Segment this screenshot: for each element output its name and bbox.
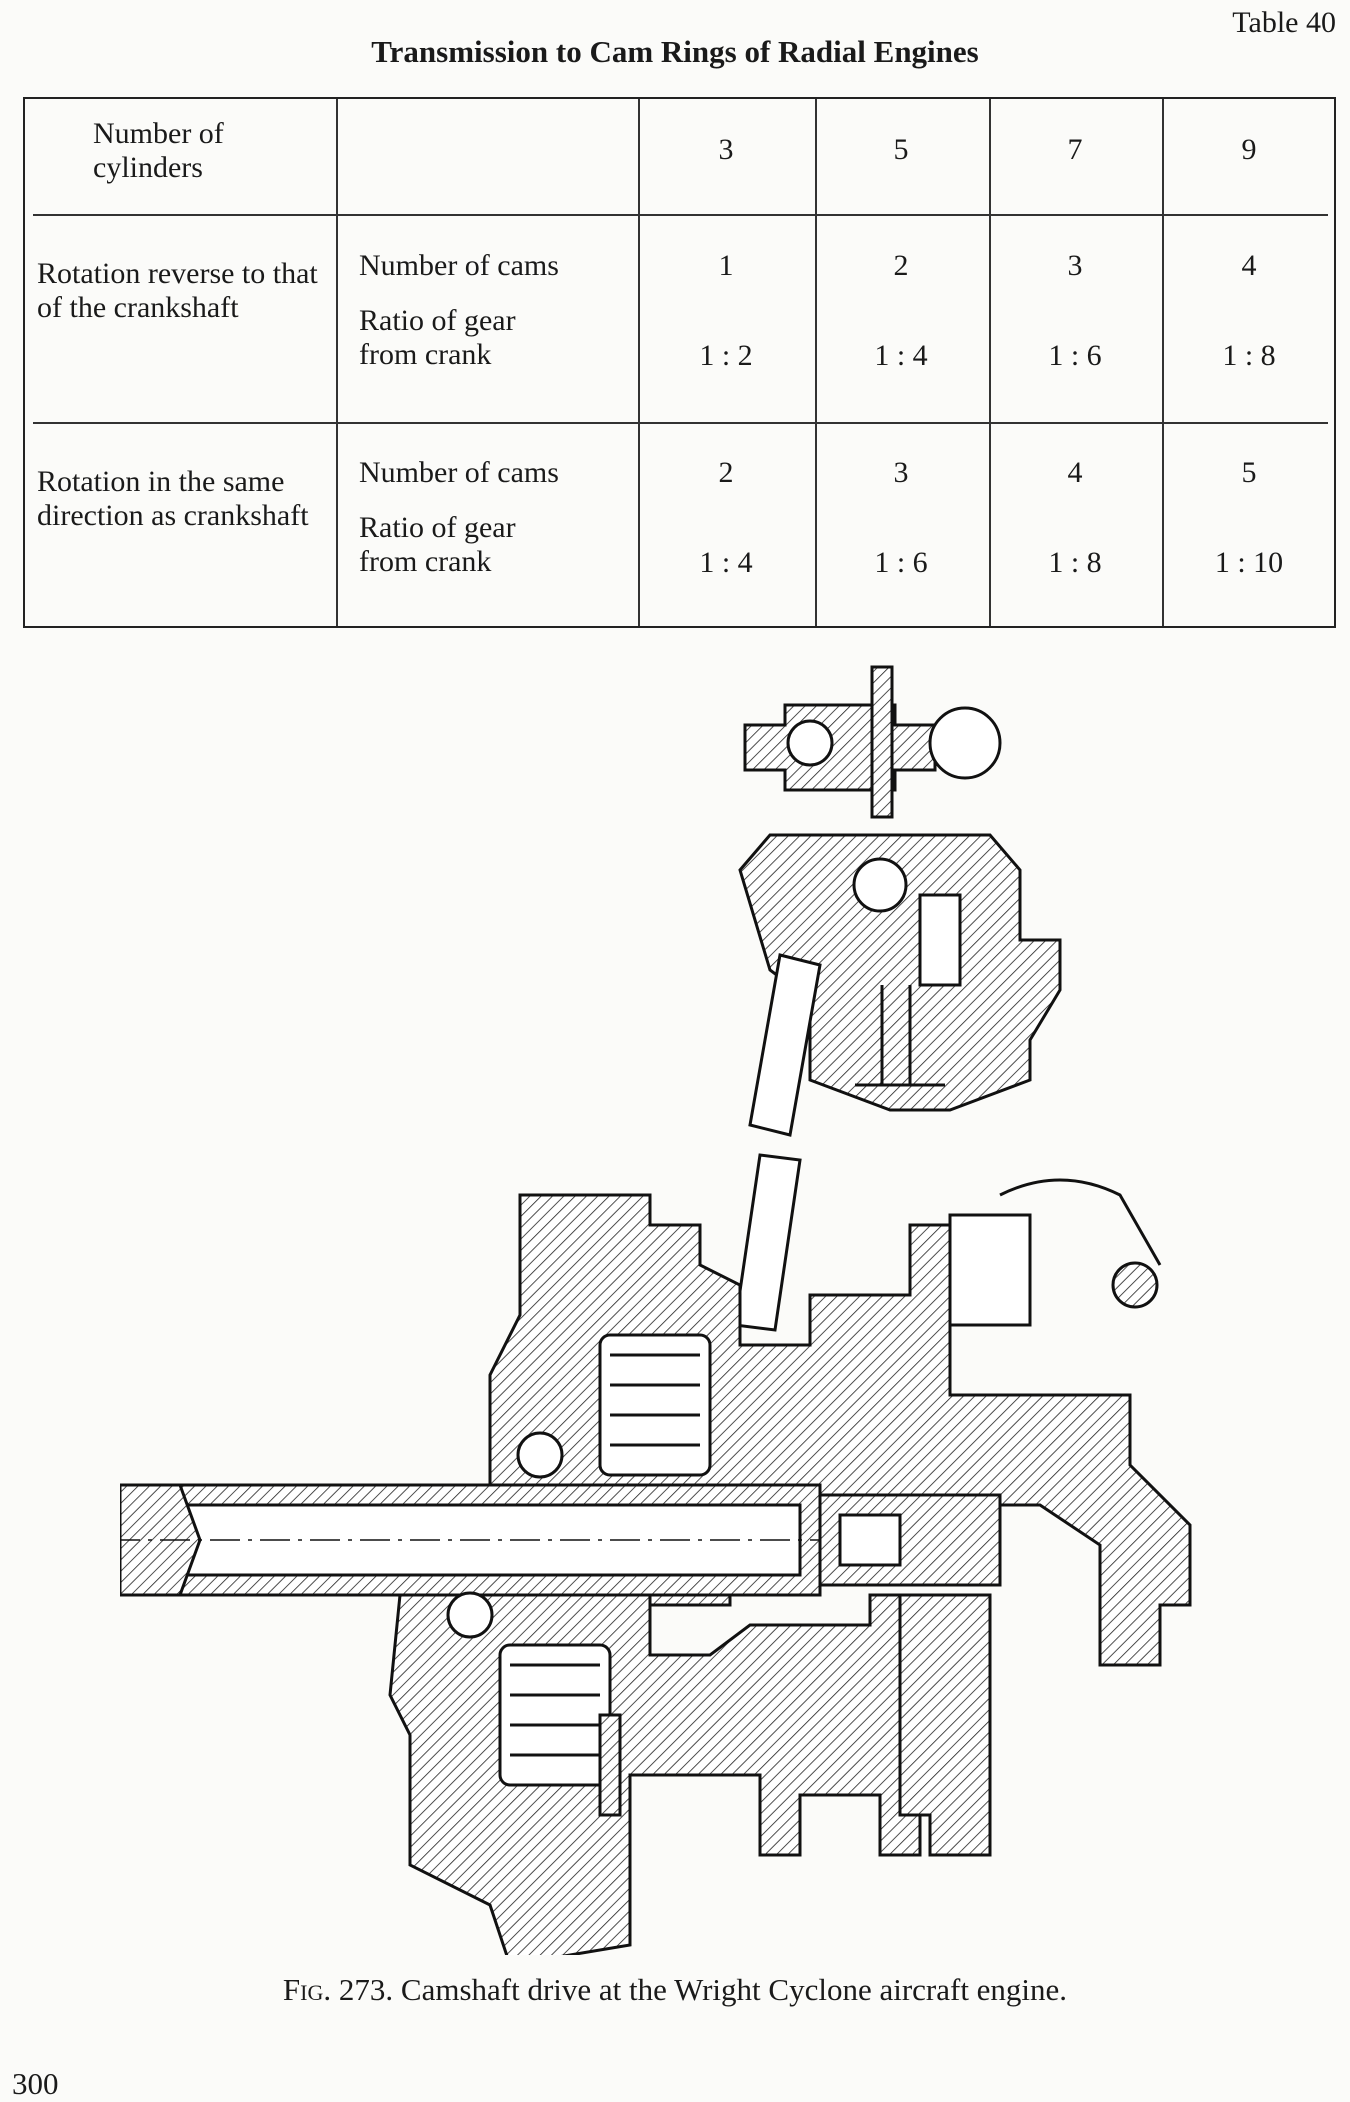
figure-label: Fig.	[282, 1972, 332, 2007]
ratio-value: 1 : 6	[1048, 339, 1102, 372]
cylinders-value: 3	[718, 133, 734, 166]
cylinders-value: 7	[1067, 133, 1083, 166]
row-divider	[33, 214, 1328, 216]
row-group-label: Rotation reverse to that of the cranksha…	[37, 257, 318, 324]
page-number: 300	[12, 2066, 59, 2101]
row-group-label: Rotation in the same direction as cranks…	[37, 465, 309, 532]
cams-value: 5	[1241, 456, 1257, 489]
cams-value: 2	[893, 249, 909, 282]
ratio-value: 1 : 8	[1222, 339, 1276, 372]
column-divider	[989, 99, 991, 626]
cams-value: 2	[718, 456, 734, 489]
ratio-value: 1 : 6	[874, 546, 928, 579]
column-divider	[336, 99, 338, 626]
column-divider	[815, 99, 817, 626]
cams-label: Number of cams	[359, 456, 559, 489]
figure-caption-text: 273. Camshaft drive at the Wright Cyclon…	[338, 1972, 1068, 2007]
row-divider	[33, 422, 1328, 424]
ratio-label: Ratio of gear from crank	[359, 304, 516, 371]
column-divider	[1162, 99, 1164, 626]
cams-value: 4	[1067, 456, 1083, 489]
ratio-value: 1 : 4	[874, 339, 928, 372]
cams-label: Number of cams	[359, 249, 559, 282]
header-cylinders-label: Number of cylinders	[93, 117, 224, 184]
table-number: Table 40	[1232, 6, 1336, 39]
column-divider	[638, 99, 640, 626]
ratio-value: 1 : 8	[1048, 546, 1102, 579]
cams-value: 3	[893, 456, 909, 489]
ratio-value: 1 : 4	[699, 546, 753, 579]
cams-value: 4	[1241, 249, 1257, 282]
cylinders-value: 5	[893, 133, 909, 166]
figure-caption: Fig. 273. Camshaft drive at the Wright C…	[0, 1972, 1350, 2008]
camshaft-drive-drawing	[120, 665, 1192, 1955]
ratio-label: Ratio of gear from crank	[359, 511, 516, 578]
table-title: Transmission to Cam Rings of Radial Engi…	[371, 34, 979, 69]
ratio-value: 1 : 10	[1214, 546, 1284, 579]
cylinders-value: 9	[1241, 133, 1257, 166]
cam-ring-table: Number of cylinders 3 5 7 9 Rotation rev…	[23, 97, 1336, 628]
cams-value: 1	[718, 249, 734, 282]
cams-value: 3	[1067, 249, 1083, 282]
ratio-value: 1 : 2	[699, 339, 753, 372]
